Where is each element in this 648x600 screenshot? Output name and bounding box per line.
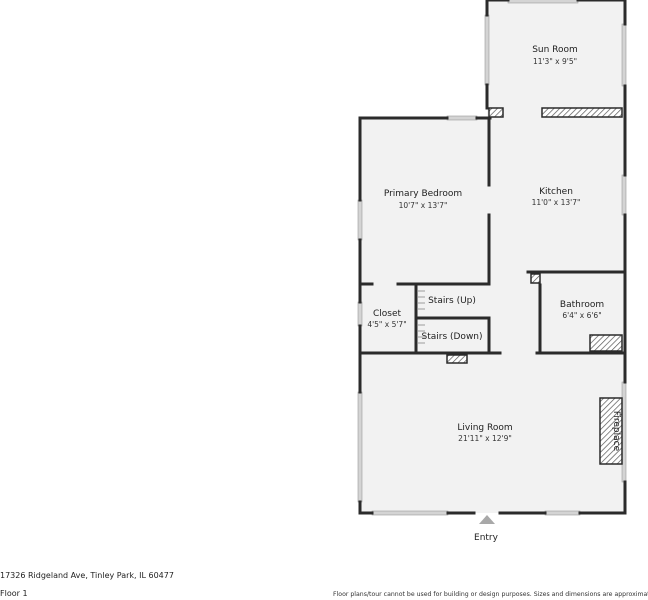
kitchen-counter [541, 107, 623, 118]
primary-bedroom-dims: 10'7" x 13'7" [399, 201, 448, 210]
stairs-down-name: Stairs (Down) [421, 332, 482, 342]
bathroom-name: Bathroom [560, 300, 604, 310]
entry-arrow-icon [479, 515, 495, 524]
counters [446, 107, 623, 465]
bedroom-top-window [446, 115, 478, 121]
living-room-name: Living Room [457, 423, 512, 433]
kitchen-right-window [621, 174, 627, 216]
closet-dims: 4'5" x 5'7" [367, 320, 406, 329]
floor-label: Floor 1 [0, 589, 28, 598]
bathroom-dims: 6'4" x 6'6" [562, 311, 601, 320]
living-bottom-window-right [544, 510, 581, 516]
closet-window [357, 301, 363, 327]
kitchen-name: Kitchen [539, 187, 573, 197]
bedroom-left-window [357, 199, 363, 241]
sun-room-dims: 11'3" x 9'5" [533, 57, 577, 66]
stairs-treads [418, 290, 425, 344]
stair-landing-marker [446, 354, 468, 364]
entry-label: Entry [474, 533, 499, 543]
stairs-up-name: Stairs (Up) [428, 296, 476, 306]
floor-fill [360, 0, 625, 513]
disclaimer-text: Floor plans/tour cannot be used for buil… [333, 591, 648, 598]
bathroom-vanity-small [530, 273, 541, 284]
bathroom-tub [589, 334, 623, 352]
address-text: 17326 Ridgeland Ave, Tinley Park, IL 604… [0, 571, 174, 580]
sun-room-left-window [484, 14, 490, 86]
living-left-window [357, 391, 363, 503]
fireplace-label: Fireplace [611, 411, 621, 452]
sun-room-counter-small [488, 107, 504, 118]
primary-bedroom-name: Primary Bedroom [384, 189, 462, 199]
kitchen-dims: 11'0" x 13'7" [532, 198, 581, 207]
fireplace-box [599, 397, 623, 465]
closet-name: Closet [373, 309, 402, 319]
living-bottom-window-left [371, 510, 449, 516]
sun-room-right-window [621, 23, 627, 87]
sun-room-top-window [507, 0, 579, 4]
living-room-dims: 21'11" x 12'9" [458, 434, 512, 443]
sun-room-name: Sun Room [532, 45, 578, 55]
walls [358, 0, 627, 515]
